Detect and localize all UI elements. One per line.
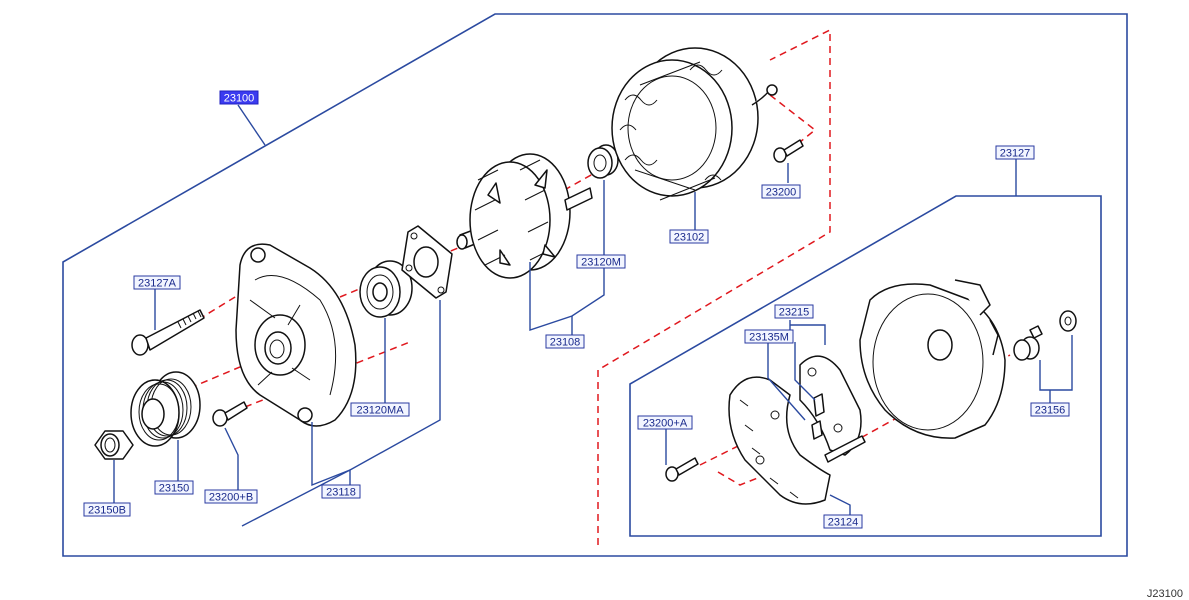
screw-rear-part [665, 457, 699, 482]
svg-text:23108: 23108 [550, 337, 581, 349]
pulley-part [130, 371, 201, 447]
callout-bolt-rear[interactable]: 23127A [133, 275, 181, 290]
front-case-part [235, 243, 357, 427]
callout-screw-rear[interactable]: 23200+A [637, 415, 693, 430]
callout-rear-assembly[interactable]: 23127 [995, 145, 1035, 160]
rotor-part [456, 153, 593, 279]
leader-lines [113, 104, 1073, 527]
callout-pulley[interactable]: 23150 [154, 480, 194, 495]
svg-text:23102: 23102 [674, 232, 705, 244]
rear-assembly-frame [629, 195, 1102, 537]
callout-screw-stator[interactable]: 23200 [761, 184, 801, 199]
diagram-id: J23100 [1146, 588, 1183, 600]
callout-assembly[interactable]: 23100 [219, 90, 259, 105]
screw-front-part [212, 401, 248, 427]
svg-text:23200+B: 23200+B [209, 492, 253, 504]
svg-text:23120M: 23120M [581, 257, 621, 269]
stator-part [611, 47, 778, 201]
callout-bearing-front[interactable]: 23120MA [350, 402, 410, 417]
svg-text:23124: 23124 [828, 517, 859, 529]
svg-text:23215: 23215 [779, 307, 810, 319]
svg-text:23118: 23118 [326, 487, 356, 499]
svg-text:23200+A: 23200+A [643, 418, 688, 430]
callout-rotor[interactable]: 23108 [545, 334, 585, 349]
svg-text:23135M: 23135M [749, 332, 789, 344]
callout-front-case[interactable]: 23118 [321, 484, 361, 499]
svg-text:23127: 23127 [1000, 148, 1031, 160]
callout-terminal-set[interactable]: 23156 [1030, 402, 1070, 417]
callout-rectifier[interactable]: 23124 [823, 514, 863, 529]
rear-bearing-part [587, 144, 619, 179]
callout-screw-front[interactable]: 23200+B [204, 489, 258, 504]
front-bearing-part [359, 260, 413, 318]
pulley-nut-part [94, 430, 134, 460]
rear-case-part [859, 279, 1006, 439]
callout-bearing-rear[interactable]: 23120M [576, 254, 626, 269]
svg-text:23120MA: 23120MA [356, 405, 404, 417]
callout-regulator[interactable]: 23215 [774, 304, 814, 319]
callout-pulley-nut[interactable]: 23150B [83, 502, 131, 517]
retainer-plate-part [401, 225, 453, 299]
terminal-set-part [1013, 310, 1077, 361]
svg-text:23150B: 23150B [88, 505, 126, 517]
through-bolt-part [131, 309, 205, 356]
svg-text:23100: 23100 [224, 93, 255, 105]
svg-text:23200: 23200 [766, 187, 797, 199]
regulator-part [799, 355, 862, 456]
svg-text:23127A: 23127A [138, 278, 177, 290]
assembly-frame [62, 13, 1128, 557]
svg-text:23156: 23156 [1035, 405, 1066, 417]
callout-stator[interactable]: 23102 [669, 229, 709, 244]
callout-brush-set[interactable]: 23135M [744, 329, 794, 344]
svg-text:23150: 23150 [159, 483, 190, 495]
screw-stator-part [773, 139, 804, 163]
rear-bolt-part [824, 435, 866, 463]
